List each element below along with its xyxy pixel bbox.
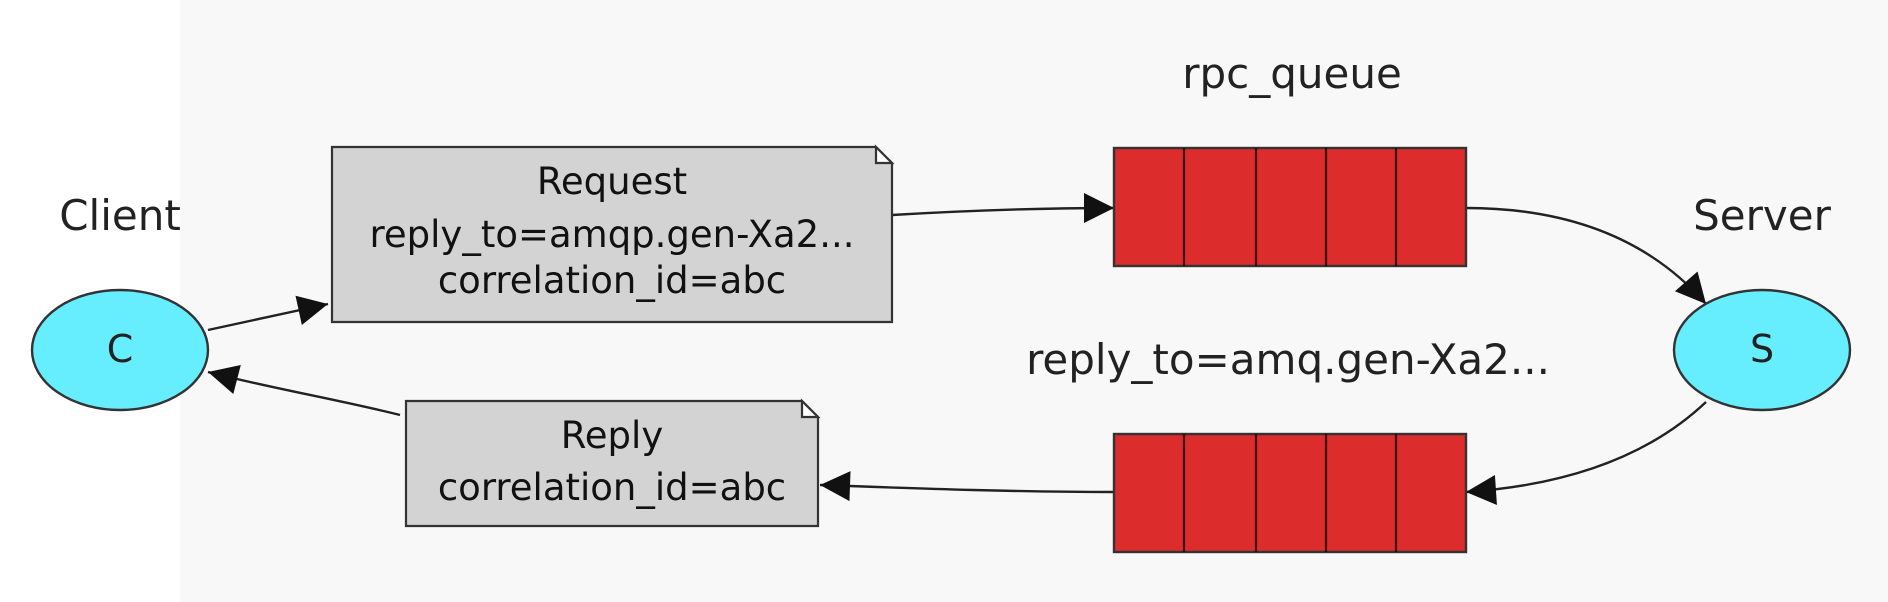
reply-note-body — [404, 399, 820, 528]
client-label: Client — [59, 191, 181, 240]
client-node-letter: C — [107, 327, 134, 371]
reply-note-fold — [800, 398, 821, 419]
request-note: Request reply_to=amqp.gen-Xa2... correla… — [330, 144, 895, 324]
edge-request-to-rpc-queue — [891, 193, 1115, 224]
reply-queue — [1112, 432, 1468, 554]
client-node-ellipse — [30, 288, 210, 412]
reply-note-title: Reply — [561, 414, 663, 457]
edge-reply-to-client — [207, 364, 401, 417]
server-label: Server — [1693, 191, 1831, 240]
request-note-fold — [874, 144, 895, 165]
server-node-letter: S — [1750, 327, 1774, 371]
request-note-reply-to: reply_to=amqp.gen-Xa2... — [370, 213, 855, 256]
server-node-ellipse — [1672, 288, 1852, 412]
rpc-queue-label: rpc_queue — [1182, 49, 1402, 98]
edge-server-to-reply-queue — [1465, 401, 1707, 505]
client-node: C — [30, 288, 210, 412]
reply-queue-label: reply_to=amq.gen-Xa2... — [1026, 335, 1550, 384]
server-node: S — [1672, 288, 1852, 412]
rpc-queue-body — [1112, 146, 1468, 268]
reply-note-correlation-id: correlation_id=abc — [438, 466, 786, 509]
reply-note: Reply correlation_id=abc — [404, 398, 821, 528]
request-note-correlation-id: correlation_id=abc — [438, 259, 786, 302]
edge-reply-queue-to-reply — [819, 471, 1115, 502]
rpc-queue — [1112, 146, 1468, 268]
request-note-body — [330, 145, 894, 324]
edge-client-to-request — [207, 295, 329, 332]
edge-rpc-queue-to-server — [1465, 206, 1707, 305]
reply-queue-body — [1112, 432, 1468, 554]
request-note-title: Request — [537, 160, 687, 203]
